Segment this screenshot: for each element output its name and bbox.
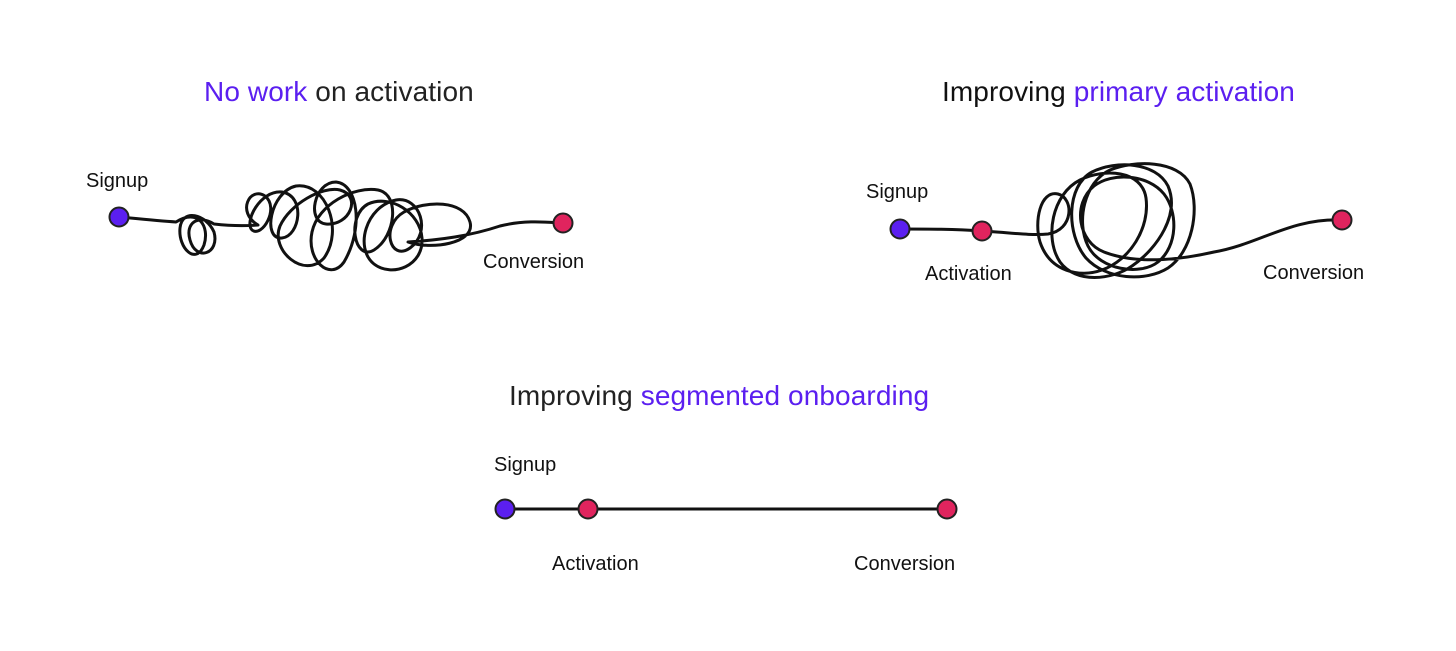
panel1-title: No work on activation bbox=[204, 76, 474, 108]
panel2-signup-label: Signup bbox=[866, 181, 929, 203]
panel1-signup-label: Signup bbox=[86, 170, 149, 192]
panel1-title-highlight: No work bbox=[204, 76, 308, 107]
panel3-conversion-node bbox=[936, 498, 958, 520]
panel3-signup-node bbox=[494, 498, 516, 520]
panel2-signup-node bbox=[889, 218, 911, 240]
panel2-title-plain: Improving bbox=[942, 76, 1074, 107]
panel3-title: Improving segmented onboarding bbox=[509, 380, 929, 412]
panel2-conversion-label: Conversion bbox=[1263, 262, 1365, 284]
panel1-conversion-node bbox=[552, 212, 574, 234]
panel3-activation-node bbox=[577, 498, 599, 520]
panel1-conversion-label: Conversion bbox=[483, 251, 585, 273]
panel1-title-rest: on activation bbox=[307, 76, 474, 107]
panel2-title-highlight: primary activation bbox=[1073, 76, 1295, 107]
panel2-activation-label: Activation bbox=[925, 263, 1012, 285]
panel3-title-highlight: segmented onboarding bbox=[640, 380, 930, 411]
panel2-activation-node bbox=[971, 220, 993, 242]
panel2-title: Improving primary activation bbox=[942, 76, 1295, 108]
panel3-signup-label: Signup bbox=[494, 454, 557, 476]
panel2-tangled-path bbox=[898, 162, 1344, 279]
panel3-title-plain: Improving bbox=[509, 380, 641, 411]
panel2-conversion-node bbox=[1331, 209, 1353, 231]
panel1-tangled-path bbox=[117, 180, 564, 272]
panel3-activation-label: Activation bbox=[552, 553, 639, 575]
panel1-signup-node bbox=[108, 206, 130, 228]
panel3-conversion-label: Conversion bbox=[854, 553, 956, 575]
